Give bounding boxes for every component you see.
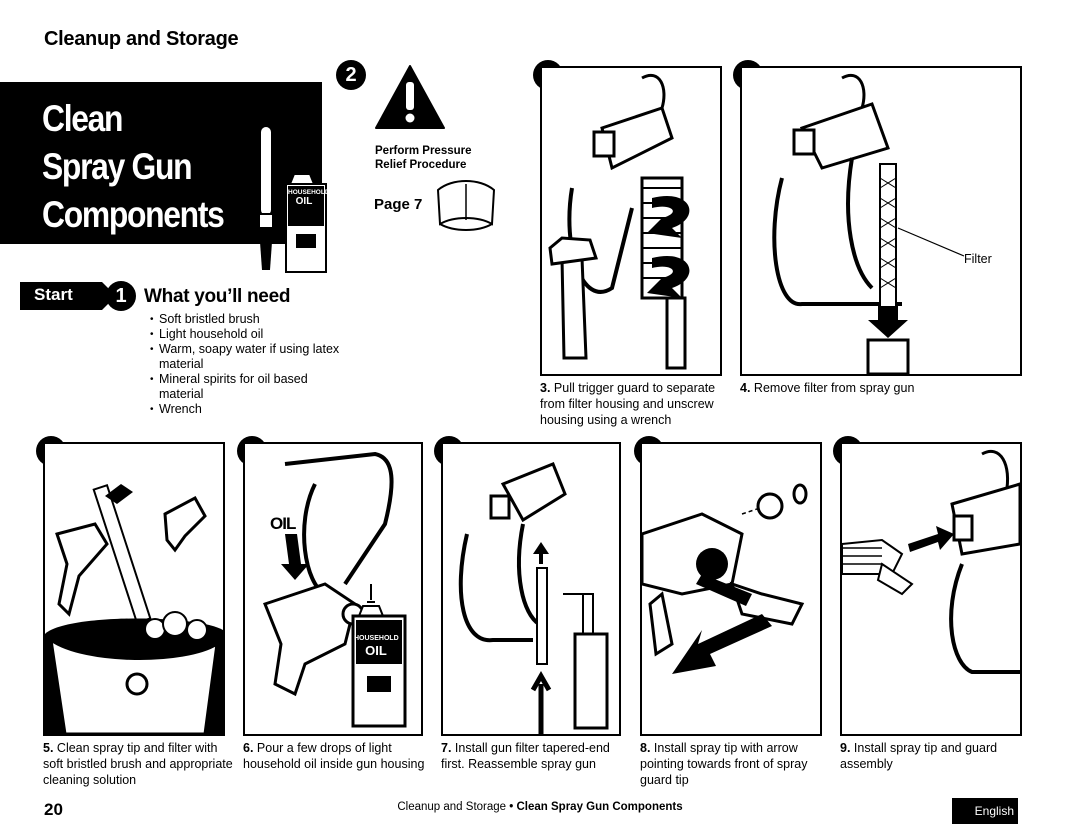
page-reference[interactable]: Page 7 — [374, 196, 423, 213]
breadcrumb-section: Cleanup and Storage — [397, 801, 507, 813]
step-7-caption: 7. Install gun filter tapered-end first.… — [441, 741, 610, 771]
filter-callout-label: Filter — [964, 252, 992, 266]
title-line-1: Clean — [42, 98, 124, 139]
list-item: Wrench — [150, 402, 350, 417]
step-6-caption: 6. Pour a few drops of light household o… — [243, 741, 425, 771]
step-1-badge: 1 — [106, 281, 136, 311]
section-title: Cleanup and Storage — [44, 28, 239, 50]
oil-can-label-small: HOUSEHOLD OIL — [354, 635, 399, 658]
step-3-caption: 3. Pull trigger guard to separate from f… — [540, 381, 716, 427]
start-tab: Start — [20, 282, 116, 310]
title-line-3: Components — [42, 194, 225, 235]
supplies-list: Soft bristled brush Light household oil … — [150, 312, 350, 417]
step-9-illustration — [840, 442, 1022, 736]
breadcrumb-page: Clean Spray Gun Components — [516, 801, 683, 813]
list-item: Mineral spirits for oil based material — [150, 372, 350, 402]
manual-book-icon — [434, 176, 498, 236]
step-4-caption: 4. Remove filter from spray gun — [740, 381, 915, 395]
title-line-2: Spray Gun — [42, 146, 193, 187]
pressure-relief-text: Perform Pressure Relief Procedure — [375, 145, 472, 171]
breadcrumb-separator: • — [509, 801, 514, 813]
brush-and-oil-illustration — [250, 118, 330, 278]
footer-breadcrumb: Cleanup and Storage • Clean Spray Gun Co… — [300, 801, 780, 813]
oil-can-label: HOUSEHOLD OIL — [288, 189, 330, 207]
step-9-caption: 9. Install spray tip and guard assembly — [840, 741, 998, 771]
step-8-caption: 8. Install spray tip with arrow pointing… — [640, 741, 808, 787]
start-label: Start — [34, 285, 73, 304]
step-5-illustration — [43, 442, 225, 736]
page-number: 20 — [44, 800, 63, 819]
list-item: Warm, soapy water if using latex materia… — [150, 342, 350, 372]
brush-icon — [258, 125, 327, 273]
step-7-illustration — [441, 442, 621, 736]
what-you-need-title: What you’ll need — [144, 286, 291, 307]
step-3-illustration — [540, 66, 722, 376]
oil-label: OIL — [270, 514, 296, 533]
step-5-caption: 5. Clean spray tip and filter with soft … — [43, 741, 233, 787]
list-item: Soft bristled brush — [150, 312, 350, 327]
step-4-illustration — [740, 66, 1022, 376]
step-6-illustration — [243, 442, 423, 736]
warning-triangle-icon — [374, 64, 446, 130]
step-8-illustration — [640, 442, 822, 736]
step-2-badge: 2 — [336, 60, 366, 90]
list-item: Light household oil — [150, 327, 350, 342]
language-tab[interactable]: English — [952, 798, 1018, 824]
